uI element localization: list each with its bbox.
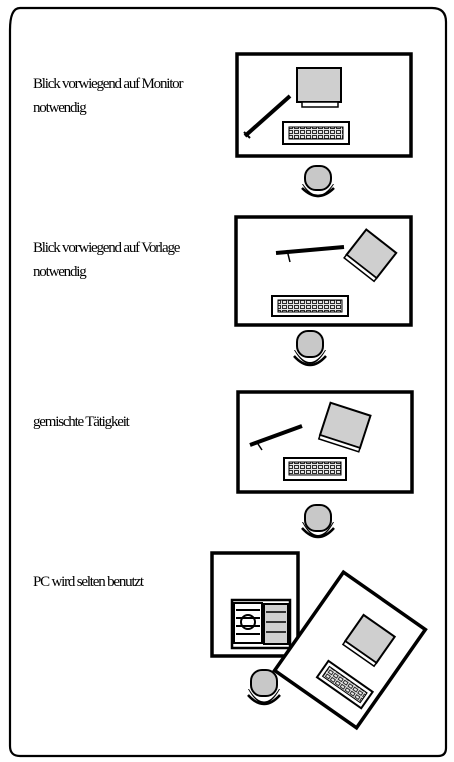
section-2-diagram: [234, 215, 413, 367]
monitor-icon: [317, 401, 372, 453]
section-2-label: Blick vorwiegend auf Vorlage notwendig: [33, 236, 180, 284]
section-4-label: PC wird selten benutzt: [33, 570, 144, 594]
section-1-line-1: Blick vorwiegend auf Monitor: [33, 76, 183, 92]
section-4-diagram: [210, 551, 428, 731]
printer-icon: [230, 598, 292, 650]
section-1-label: Blick vorwiegend auf Monitor notwendig: [33, 72, 183, 120]
person-icon: [293, 330, 327, 367]
section-2-line-2: notwendig: [33, 264, 87, 280]
monitor-icon: [341, 613, 397, 668]
section-2-line-1: Blick vorwiegend auf Vorlage: [33, 240, 180, 256]
section-1-diagram: [235, 52, 413, 198]
keyboard-icon: [315, 659, 375, 710]
keyboard-icon: [283, 457, 347, 481]
section-3-label: gemischte Tätigkeit: [33, 410, 130, 434]
section-3-line-1: gemischte Tätigkeit: [33, 414, 130, 430]
monitor-icon: [296, 67, 342, 108]
document-holder-icon: [249, 424, 303, 451]
section-3-diagram: [236, 390, 414, 539]
section-4-line-1: PC wird selten benutzt: [33, 574, 144, 590]
document-holder-icon: [275, 245, 345, 263]
person-icon: [247, 669, 281, 706]
outer-frame: [8, 6, 448, 758]
person-icon: [301, 504, 335, 539]
document-holder-icon: [243, 94, 292, 139]
section-1-line-2: notwendig: [33, 100, 87, 116]
monitor-icon: [343, 228, 398, 283]
keyboard-icon: [282, 121, 350, 145]
keyboard-icon: [271, 295, 349, 317]
person-icon: [301, 165, 335, 198]
